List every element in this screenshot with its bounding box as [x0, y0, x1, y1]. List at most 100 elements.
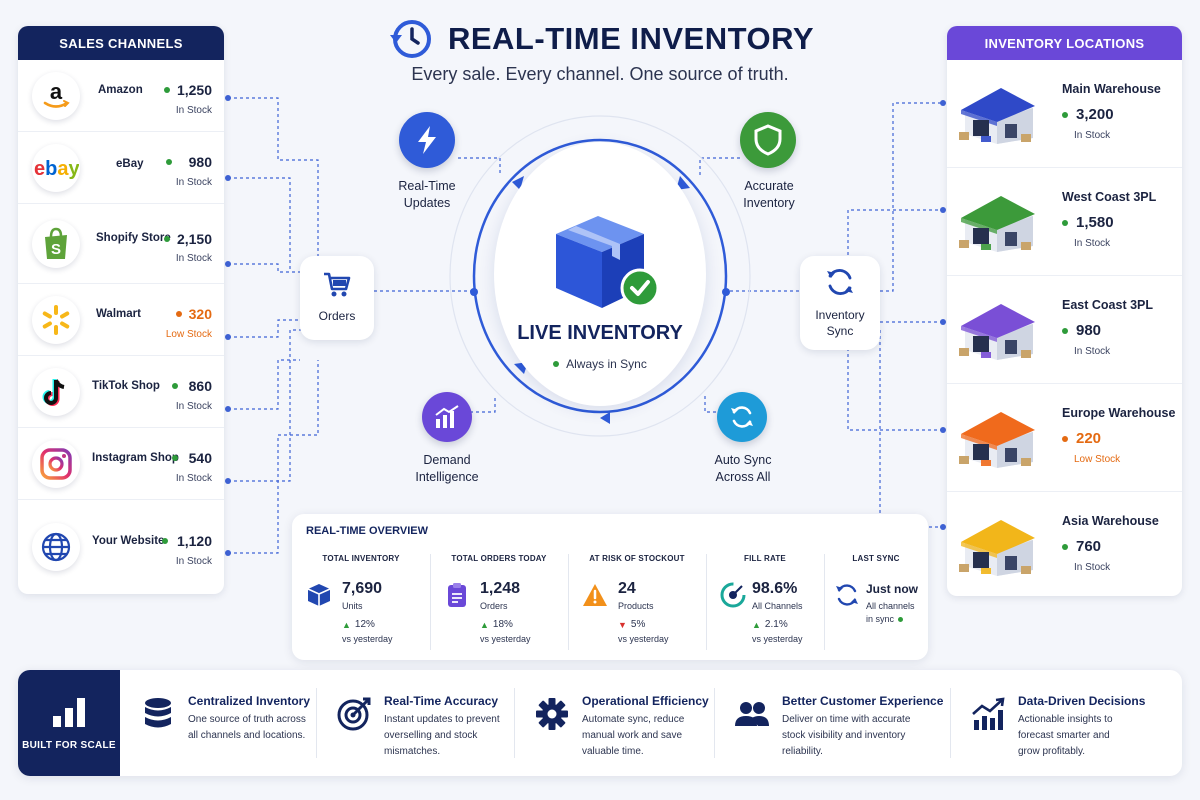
divider — [430, 554, 431, 650]
status-dot — [1062, 327, 1068, 334]
warehouse-status: In Stock — [1074, 346, 1111, 357]
status-dot — [553, 361, 560, 367]
trend-up-icon: ▲ — [752, 619, 761, 630]
metric-fill-rate: FILL RATE 98.6% All Channels ▲2.1% vs ye… — [706, 554, 824, 650]
warning-icon — [583, 584, 607, 606]
benefit-title: Better Customer Experience — [782, 694, 944, 708]
tiktok-logo — [32, 367, 80, 416]
channel-count: 980 — [188, 154, 212, 170]
target-icon — [720, 582, 746, 608]
sales-channels-panel: SALES CHANNELS a Amazon 1,250 In Stock e… — [18, 26, 224, 594]
channel-name: TikTok Shop — [92, 380, 160, 392]
built-for-scale-badge: BUILT FOR SCALE — [18, 670, 120, 776]
metric-label: TOTAL INVENTORY — [322, 554, 400, 563]
box-check-icon — [556, 216, 660, 308]
channel-name: eBay — [116, 158, 144, 170]
status-dot — [175, 311, 182, 317]
channel-value: 1,120 — [161, 533, 212, 549]
auto-sync-icon — [731, 406, 753, 428]
warehouse-status: In Stock — [1074, 238, 1111, 249]
benefit-customer-experience: Better Customer Experience Deliver on ti… — [714, 670, 950, 776]
page-subtitle: Every sale. Every channel. One source of… — [411, 64, 789, 84]
metric-value: 98.6% — [752, 580, 798, 597]
metric-value: 24 — [618, 580, 636, 597]
status-dot — [1062, 219, 1068, 226]
status-dot — [163, 87, 170, 93]
warehouse-icon — [959, 88, 1035, 144]
channel-value: 540 — [171, 450, 212, 466]
svg-text:S: S — [51, 241, 61, 258]
sync-icon — [827, 269, 853, 296]
warehouse-icon — [959, 520, 1035, 576]
channel-row-instagram[interactable]: Instagram Shop 540 In Stock — [18, 428, 224, 500]
bar-chart-icon — [435, 405, 459, 428]
metric-unit: Units — [342, 601, 363, 611]
warehouse-icon — [959, 304, 1035, 360]
status-dot — [163, 236, 170, 242]
warehouse-row[interactable]: East Coast 3PL 980 In Stock — [947, 276, 1182, 384]
channel-row-ebay[interactable]: ebay eBay 980 In Stock — [18, 132, 224, 204]
metric-comparison: vs yesterday — [480, 634, 531, 644]
metric-label: TOTAL ORDERS TODAY — [451, 554, 547, 563]
realtime-overview-panel: REAL-TIME OVERVIEW TOTAL INVENTORY 7,690… — [292, 514, 928, 660]
benefit-realtime-accuracy: Real-Time Accuracy Instant updates to pr… — [316, 670, 514, 776]
warehouse-value: 1,580 — [1062, 214, 1114, 231]
warehouse-name: Europe Warehouse — [1062, 406, 1176, 420]
channel-count: 2,150 — [176, 231, 212, 247]
metric-label: AT RISK OF STOCKOUT — [589, 554, 685, 563]
channel-row-amazon[interactable]: a Amazon 1,250 In Stock — [18, 60, 224, 132]
benefit-title: Centralized Inventory — [188, 694, 311, 708]
divider — [824, 554, 825, 650]
benefit-description: Instant updates to prevent overselling a… — [384, 714, 500, 757]
channel-value: 1,250 — [163, 82, 212, 98]
channel-row-walmart[interactable]: Walmart 320 Low Stock — [18, 284, 224, 356]
channel-row-tiktok[interactable]: TikTok Shop 860 In Stock — [18, 356, 224, 428]
clipboard-icon — [448, 583, 466, 607]
orders-node[interactable]: Orders — [300, 256, 374, 340]
lightning-icon — [418, 126, 436, 154]
bullseye-icon — [337, 697, 371, 731]
warehouse-value: 980 — [1062, 322, 1101, 339]
channel-name: Instagram Shop — [92, 452, 179, 464]
metric-total-inventory: TOTAL INVENTORY 7,690 Units ▲12% vs yest… — [292, 554, 430, 650]
amazon-logo: a — [32, 71, 80, 120]
channel-status: In Stock — [175, 177, 212, 188]
metric-comparison: vs yesterday — [342, 634, 393, 644]
warehouse-icon — [959, 196, 1035, 252]
metric-comparison: vs yesterday — [752, 634, 803, 644]
refresh-icon — [836, 584, 858, 606]
metric-change: ▼5% — [618, 619, 646, 630]
benefit-title: Real-Time Accuracy — [384, 694, 499, 708]
channel-status: In Stock — [175, 473, 212, 484]
warehouse-name: East Coast 3PL — [1062, 298, 1154, 312]
warehouse-status: In Stock — [1074, 130, 1111, 141]
status-dot — [898, 616, 904, 622]
trend-up-icon: ▲ — [342, 619, 351, 630]
metric-change: ▲18% — [480, 619, 513, 630]
sync-detail: in sync — [866, 614, 904, 624]
channel-count: 320 — [188, 306, 212, 322]
users-icon — [735, 702, 769, 726]
channel-row-shopify[interactable]: S Shopify Store 2,150 In Stock — [18, 204, 224, 284]
channel-row-website[interactable]: Your Website 1,120 In Stock — [18, 500, 224, 594]
metric-value: 7,690 — [342, 580, 383, 597]
warehouse-value: 760 — [1062, 538, 1101, 555]
cart-icon — [324, 272, 351, 297]
warehouse-status: In Stock — [1074, 562, 1111, 573]
divider — [714, 688, 715, 758]
divider — [706, 554, 707, 650]
channel-count: 1,120 — [176, 533, 212, 549]
divider — [514, 688, 515, 758]
benefit-description: Actionable insights to forecast smarter … — [1018, 714, 1113, 757]
warehouse-icon — [959, 412, 1035, 468]
